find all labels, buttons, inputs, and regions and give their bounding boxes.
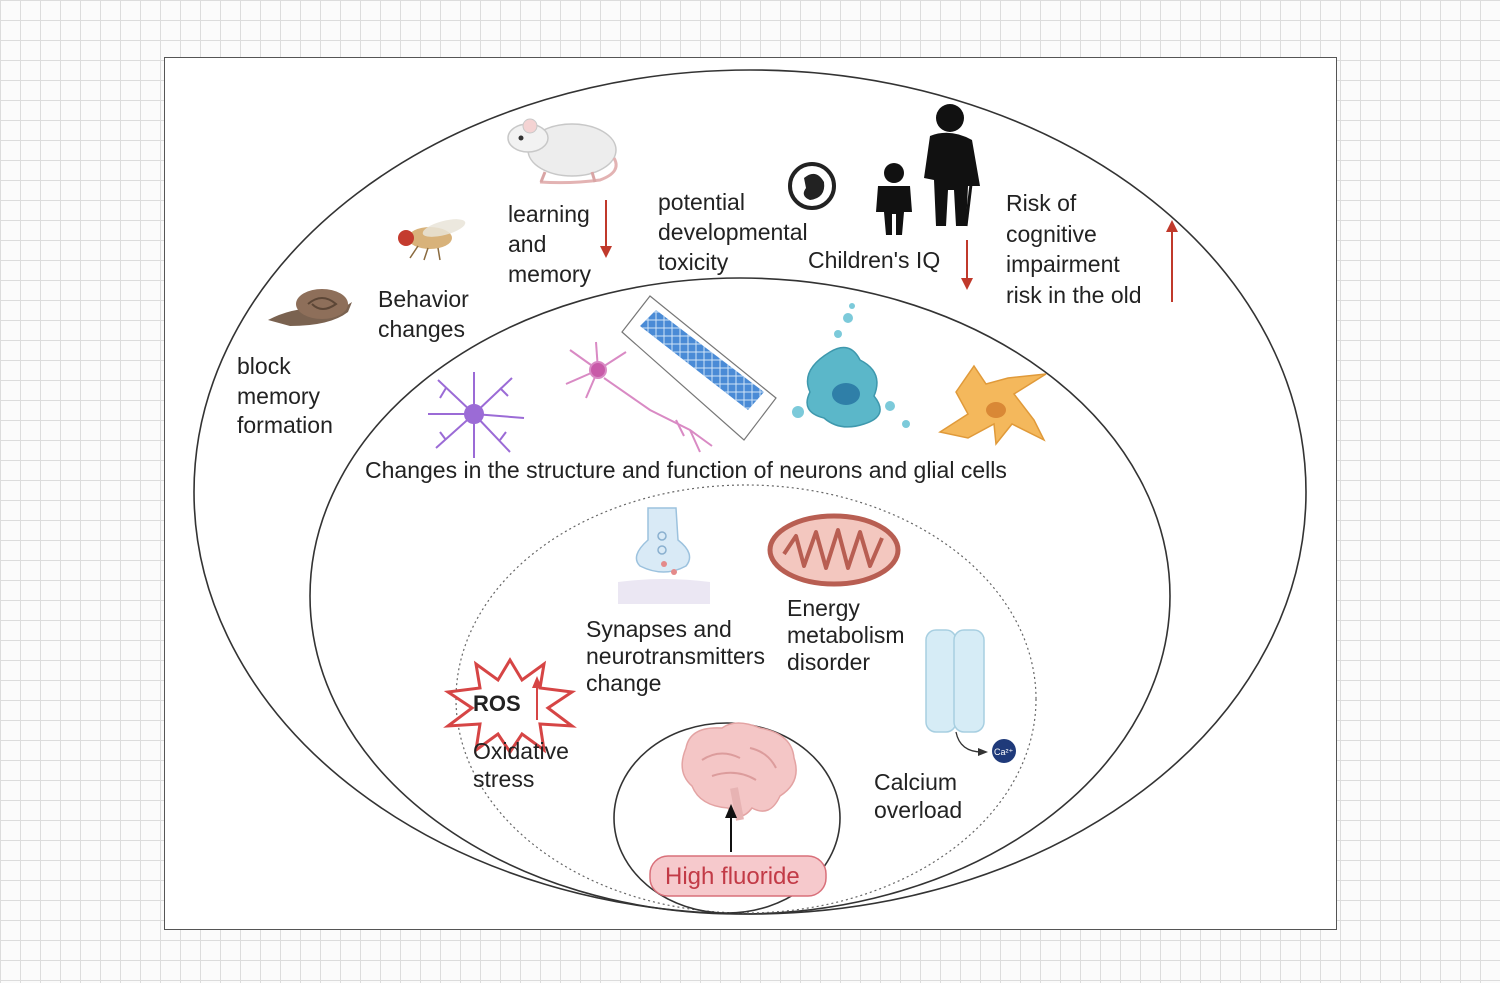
behavior-changes-label: Behavior changes (378, 286, 475, 342)
neuron-glia-changes-caption: Changes in the structure and function of… (365, 457, 1007, 483)
ros-starburst-icon: ROS (443, 657, 577, 755)
child-silhouette-icon (876, 163, 912, 235)
childrens-iq-label: Children's IQ (808, 247, 940, 273)
neuron-axon-icon (565, 341, 713, 453)
microtubule-inset-icon (621, 295, 777, 441)
synapses-label: Synapses and neurotransmitters change (586, 616, 771, 696)
elderly-silhouette-icon (924, 104, 980, 227)
iq-decrease-arrow (961, 240, 973, 290)
calcium-overload-label: Calcium overload (874, 769, 963, 823)
fetus-icon (788, 162, 836, 210)
snail-icon (268, 289, 352, 326)
cognitive-risk-label: Risk of cognitive impairment risk in the… (1006, 190, 1142, 308)
mitochondrion-icon (767, 513, 901, 587)
fruit-fly-icon (398, 219, 466, 261)
brain-icon (681, 722, 797, 821)
energy-metabolism-label: Energy metabolism disorder (787, 595, 911, 675)
ros-badge: ROS (473, 691, 521, 716)
fluoride-to-brain-arrow (725, 804, 737, 852)
high-fluoride-label: High fluoride (665, 863, 800, 890)
developmental-toxicity-label: potential developmental toxicity (658, 189, 814, 275)
learning-memory-label: learning and memory (508, 201, 596, 287)
learning-decrease-arrow (600, 200, 612, 258)
rat-icon (507, 118, 618, 185)
synapse-icon (618, 507, 710, 604)
core-ring (613, 722, 841, 914)
calcium-ion-icon: Ca²⁺ (992, 739, 1016, 763)
high-fluoride-badge: High fluoride (649, 855, 827, 897)
calcium-channel-icon (925, 629, 988, 756)
oxidative-stress-label: Oxidative stress (473, 738, 575, 792)
block-memory-label: block memory formation (237, 353, 333, 438)
neuron-star-icon (428, 372, 525, 458)
microglia-cell-icon (792, 303, 910, 428)
middle-ring (309, 277, 1171, 915)
cognitive-risk-increase-arrow (1166, 220, 1178, 302)
astrocyte-cell-icon (938, 364, 1047, 446)
calcium-ion-label: Ca²⁺ (994, 747, 1014, 757)
